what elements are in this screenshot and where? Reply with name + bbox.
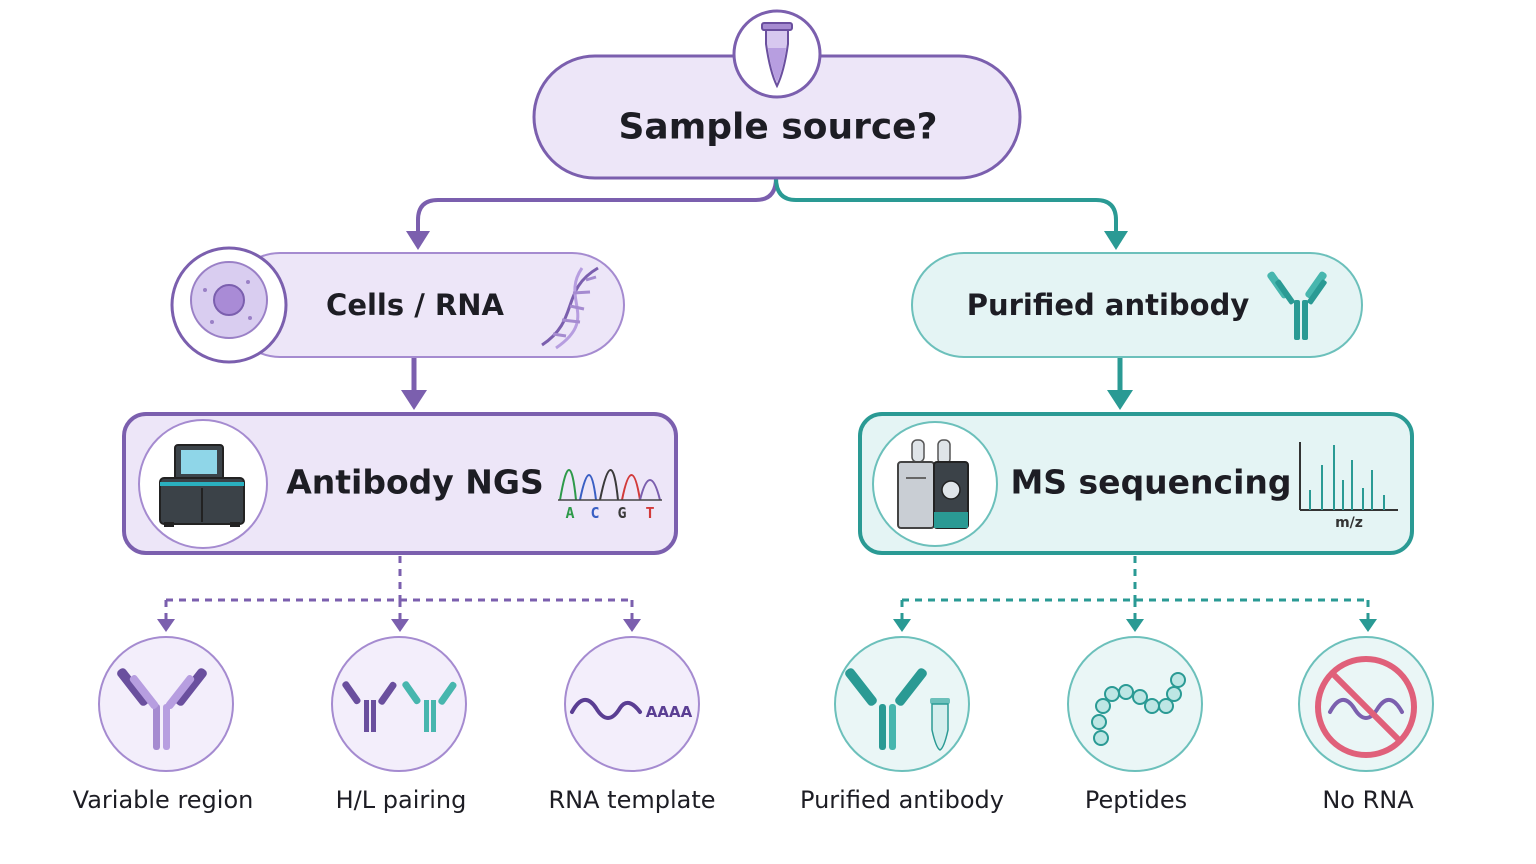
no-rna-icon [1315,656,1417,758]
mass-spectrum-icon [1299,442,1398,511]
dna-helix-icon [541,266,599,350]
cells-rna-node [170,246,625,364]
rna-wave-icon [570,698,642,720]
tube-icon [761,22,793,89]
leaf-label-purified-antibody: Purified antibody [800,786,1004,814]
leaf-rna-template [564,636,700,772]
leaf-hl-pairing [331,636,467,772]
peptide-chain-icon [1091,672,1186,746]
root-connectors [406,177,1128,250]
sequencer-icon [159,444,245,527]
ms-sequencing-label: MS sequencing [1010,462,1292,502]
antibody-ngs-label: Antibody NGS [286,462,544,502]
leaf-label-no-rna: No RNA [1322,786,1414,814]
leaf-peptides [1067,636,1203,772]
root-node [532,9,1022,180]
leaf-purified-antibody [834,636,970,772]
base-g: G [617,504,627,522]
chromatogram-icon [558,469,662,501]
leaf-connectors [157,556,1377,632]
antibody-pair-icon [342,681,457,732]
leaf-label-peptides: Peptides [1084,786,1188,814]
spectrum-axis-label: m/z [1335,515,1363,531]
antibody-icon [1267,271,1327,340]
ms-box [858,412,1414,555]
ngs-box [122,412,678,555]
leaf-label-rna-template: RNA template [548,786,716,814]
purified-antibody-node [911,252,1363,358]
leaf-label-variable-region: Variable region [72,786,254,814]
base-c: C [590,504,600,522]
leaf-label-hl-pairing: H/L pairing [335,786,467,814]
antibody-icon [117,668,207,750]
antibody-tube-icon [845,668,950,751]
base-a: A [565,504,575,522]
poly-a-label: AAAA [645,703,693,721]
base-t: T [645,504,655,522]
mid-connectors [401,357,1133,410]
root-title: Sample source? [618,106,938,148]
cells-rna-label: Cells / RNA [326,288,504,322]
mass-spectrometer-icon [897,439,969,529]
cell-icon [190,261,268,339]
leaf-no-rna [1298,636,1434,772]
leaf-variable-region [98,636,234,772]
purified-antibody-label: Purified antibody [966,288,1250,322]
